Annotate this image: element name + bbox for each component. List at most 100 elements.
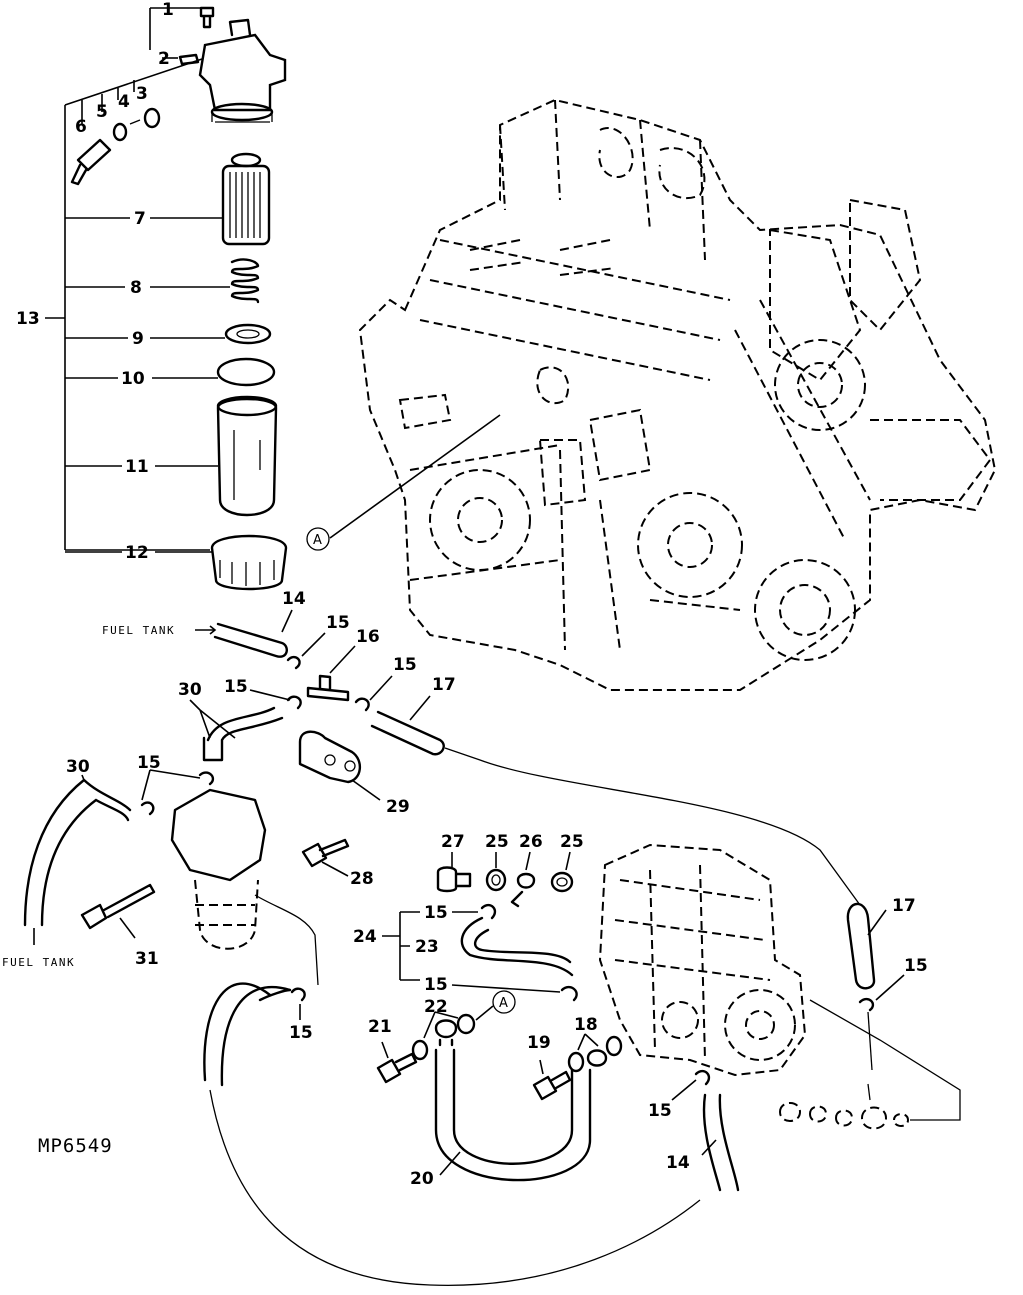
fuel-hose-14-bottom (702, 1093, 740, 1192)
callout-17-right: 17 (892, 896, 916, 916)
callout-30-top: 30 (178, 680, 202, 700)
clamp-15h (560, 985, 578, 1002)
fuel-return-hose (203, 982, 292, 1087)
eye-fitting-18 (586, 1049, 608, 1067)
pump-fittings (376, 851, 961, 1192)
small-washer (129, 119, 141, 125)
callout-12: 12 (125, 543, 149, 563)
fuel-hose-17 (370, 710, 445, 756)
callout-4: 4 (118, 92, 130, 112)
gasket-18a (567, 1051, 585, 1073)
ref-circle-a-pump (492, 990, 516, 1014)
callout-15-g: 15 (424, 975, 448, 995)
ref-letter-a-engine: A (313, 533, 322, 548)
callout-24: 24 (353, 927, 377, 947)
clamp-15e (140, 801, 155, 816)
fitting-screw (178, 53, 200, 66)
clamp-15g (480, 903, 497, 920)
o-ring-small (112, 122, 128, 142)
callout-25-b: 25 (560, 832, 584, 852)
callout-2: 2 (158, 49, 170, 69)
callout-15-e: 15 (289, 1023, 313, 1043)
callout-26: 26 (519, 832, 543, 852)
ref-letter-a-pump: A (499, 996, 508, 1011)
callout-13: 13 (16, 309, 40, 329)
fuel-hose-20 (434, 1048, 592, 1182)
tee-fitting (306, 674, 350, 702)
callout-20: 20 (410, 1169, 434, 1189)
gasket-22b (456, 1013, 476, 1035)
callout-6: 6 (75, 117, 87, 137)
gasket-22a (411, 1039, 429, 1061)
filter-bowl (216, 397, 278, 517)
fuel-hose-30-left (23, 778, 132, 927)
clamp-15a (286, 655, 301, 670)
clamp-15b (286, 695, 302, 710)
gasket-18b (605, 1035, 623, 1057)
clamp-15d (198, 771, 215, 786)
callout-15-h: 15 (904, 956, 928, 976)
callout-8: 8 (130, 278, 142, 298)
callout-15-f: 15 (424, 903, 448, 923)
cap-screw-28 (301, 838, 350, 868)
clamp-15j (858, 997, 875, 1012)
fuel-tank-label-left: FUEL TANK (2, 956, 75, 969)
fuel-hose-14 (213, 622, 288, 658)
callout-19: 19 (527, 1033, 551, 1053)
clamp-15i (694, 1069, 711, 1086)
callout-28: 28 (350, 869, 374, 889)
clamp-15c (354, 697, 370, 712)
callout-3: 3 (136, 84, 148, 104)
filter-o-ring (216, 357, 276, 387)
mounting-bracket (298, 730, 361, 784)
fitting-bushing (143, 107, 161, 129)
filter-head (198, 33, 287, 112)
callout-14-bottom: 14 (666, 1153, 690, 1173)
bowl-ring-nut (210, 534, 288, 591)
fuel-lines-middle (189, 609, 861, 906)
clamp-15f (290, 987, 306, 1002)
callout-labels: 1 2 3 4 5 6 7 8 9 10 11 12 13 14 15 16 1… (2, 0, 928, 1189)
callout-15-d: 15 (137, 753, 161, 773)
fuel-tank-label-top: FUEL TANK (102, 624, 175, 637)
callout-30-left: 30 (66, 757, 90, 777)
banjo-bolt-21 (376, 1052, 418, 1084)
callout-22: 22 (424, 997, 448, 1017)
gasket-25a (485, 868, 507, 892)
eye-fitting-22 (434, 1019, 458, 1047)
bracket-13 (64, 57, 210, 551)
callout-31: 31 (135, 949, 159, 969)
bleed-screw (199, 6, 215, 29)
callout-17-top: 17 (432, 675, 456, 695)
drain-valve (70, 138, 112, 186)
callout-23: 23 (415, 937, 439, 957)
injection-pump-outline (598, 843, 807, 1077)
gasket-25b (550, 871, 574, 893)
callout-25-a: 25 (485, 832, 509, 852)
callout-7: 7 (134, 209, 146, 229)
callout-29: 29 (386, 797, 410, 817)
fuel-tank-arrow (195, 625, 217, 635)
callout-10: 10 (121, 369, 145, 389)
callout-15-c: 15 (393, 655, 417, 675)
callout-9: 9 (132, 329, 144, 349)
filter-washer (224, 323, 272, 345)
callout-14-top: 14 (282, 589, 306, 609)
cap-screw-31 (80, 883, 156, 930)
callout-15-i: 15 (648, 1101, 672, 1121)
pump-fittings-bottom (779, 1102, 910, 1130)
bracket-24 (382, 911, 420, 981)
callout-11: 11 (125, 457, 149, 477)
filter-spring (230, 258, 260, 304)
callout-5: 5 (96, 102, 108, 122)
callout-16: 16 (356, 627, 380, 647)
callout-1: 1 (162, 0, 174, 20)
fuel-hose-17-right (846, 902, 876, 990)
callout-15-a: 15 (326, 613, 350, 633)
bracket-and-sedimenter (23, 730, 701, 1286)
ref-circle-a-engine (306, 527, 330, 551)
sedimenter-body (170, 788, 267, 882)
eye-fitting-26 (510, 872, 536, 908)
fuel-hose-30 (202, 706, 284, 762)
